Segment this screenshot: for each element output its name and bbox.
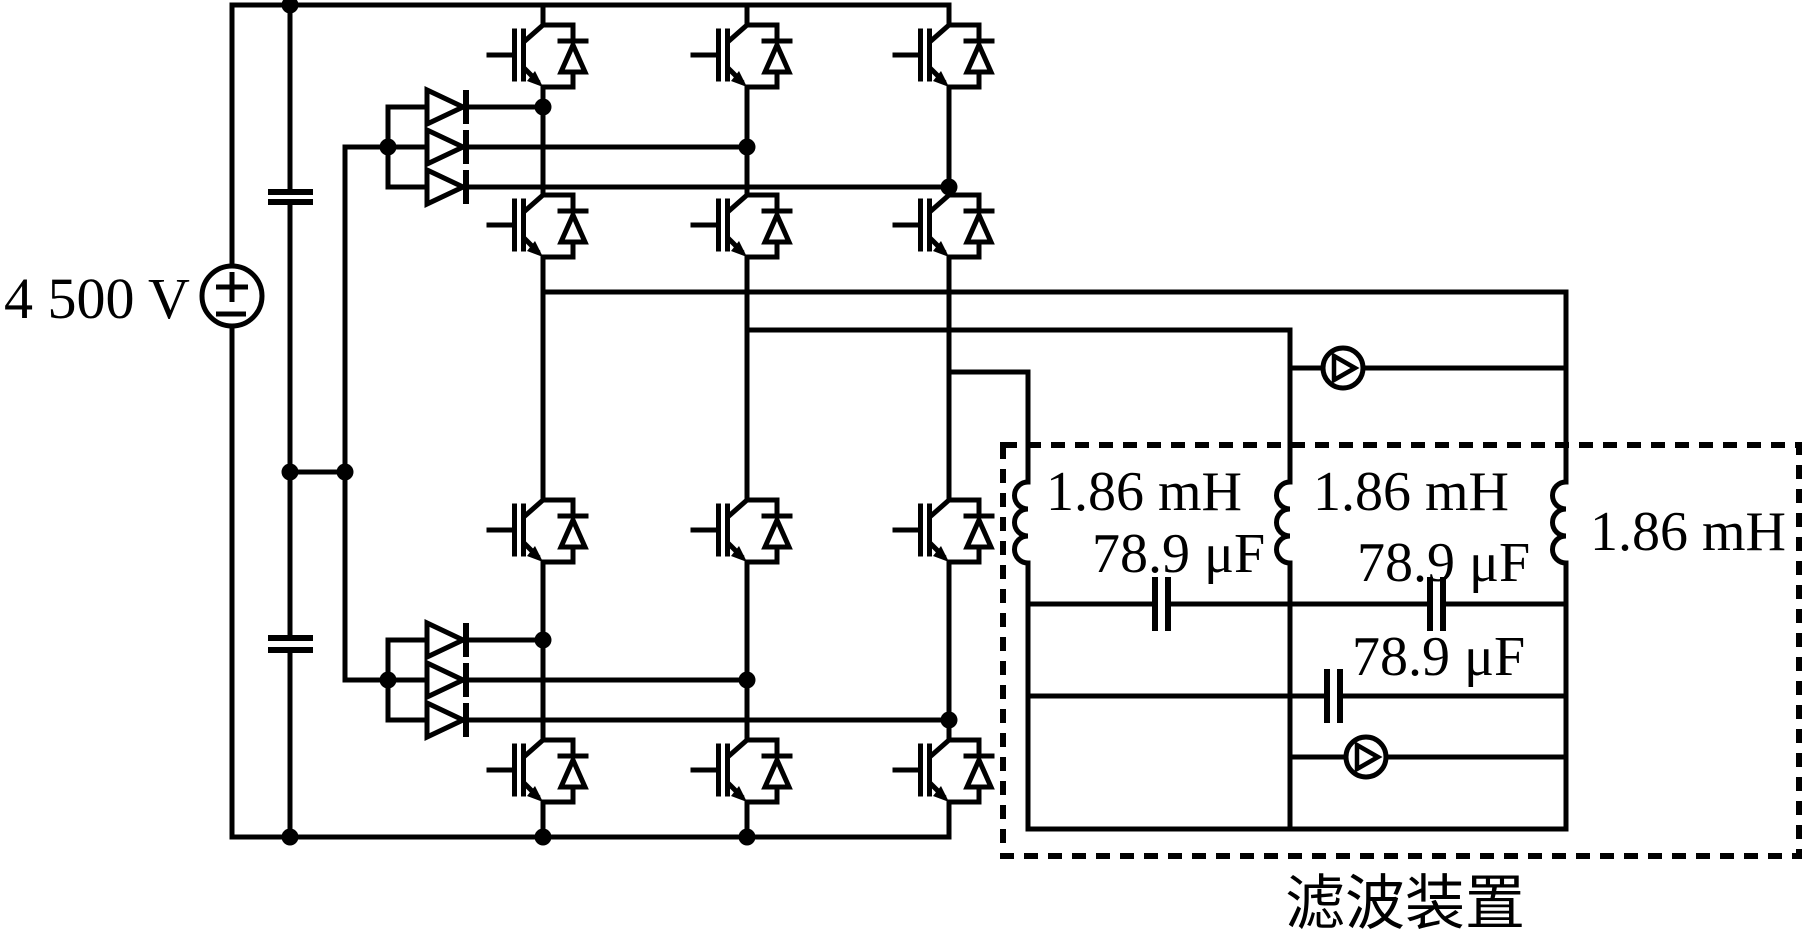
leg1-igbt1-icon bbox=[489, 25, 586, 105]
upper-clamp-diode-1-icon bbox=[427, 90, 466, 124]
leg1-igbt4-icon bbox=[489, 740, 586, 820]
dc-bottom-rail bbox=[229, 323, 952, 840]
voltage-sensor-top-icon bbox=[1323, 348, 1363, 388]
inductor-label-2: 1.86 mH bbox=[1313, 461, 1509, 523]
leg1-igbt2-icon bbox=[489, 195, 586, 275]
upper-clamp-diode-2-icon bbox=[427, 130, 466, 164]
dc-top-rail bbox=[229, 2, 952, 269]
filter-inductor-1-icon bbox=[1015, 482, 1029, 563]
phase-c-line bbox=[946, 369, 1031, 832]
lower-clamp-diode-1-icon bbox=[427, 623, 466, 657]
inductor-label-3: 1.86 mH bbox=[1590, 501, 1786, 563]
upper-clamp-diode-3-icon bbox=[427, 170, 466, 204]
filter-device-caption: 滤波装置 bbox=[1285, 871, 1525, 934]
leg3-igbt3-icon bbox=[895, 500, 992, 580]
leg3-igbt2-icon bbox=[895, 195, 992, 275]
leg2-igbt2-icon bbox=[693, 195, 790, 275]
filter-capacitor-3-icon bbox=[1324, 669, 1343, 723]
capacitor-label-3: 78.9 μF bbox=[1352, 626, 1525, 688]
junction-dots bbox=[281, 0, 958, 846]
lower-clamp-diode-2-icon bbox=[427, 663, 466, 697]
leg2-igbt1-icon bbox=[693, 25, 790, 105]
leg2-igbt4-icon bbox=[693, 740, 790, 820]
filter-device-box bbox=[1000, 442, 1802, 859]
leg3-igbt1-icon bbox=[895, 25, 992, 105]
dc-voltage-source-icon bbox=[199, 263, 265, 329]
source-voltage-label: 4 500 V bbox=[4, 266, 190, 331]
leg3-igbt4-icon bbox=[895, 740, 992, 820]
dc-link-capacitor-bottom-icon bbox=[268, 635, 313, 653]
lower-clamp-diode-3-icon bbox=[427, 703, 466, 737]
leg1-igbt3-icon bbox=[489, 500, 586, 580]
filter-capacitor-2-icon bbox=[1427, 577, 1446, 631]
capacitor-label-1: 78.9 μF bbox=[1092, 523, 1265, 585]
filter-inductor-3-icon bbox=[1553, 482, 1567, 563]
leg2-igbt3-icon bbox=[693, 500, 790, 580]
filter-inductor-2-icon bbox=[1277, 482, 1291, 563]
dc-link-capacitor-top-icon bbox=[268, 189, 313, 205]
capacitor-label-2: 78.9 μF bbox=[1357, 532, 1530, 594]
filter-capacitor-1-icon bbox=[1152, 577, 1171, 631]
voltage-sensor-bottom-icon bbox=[1346, 737, 1386, 777]
inductor-label-1: 1.86 mH bbox=[1046, 461, 1242, 523]
